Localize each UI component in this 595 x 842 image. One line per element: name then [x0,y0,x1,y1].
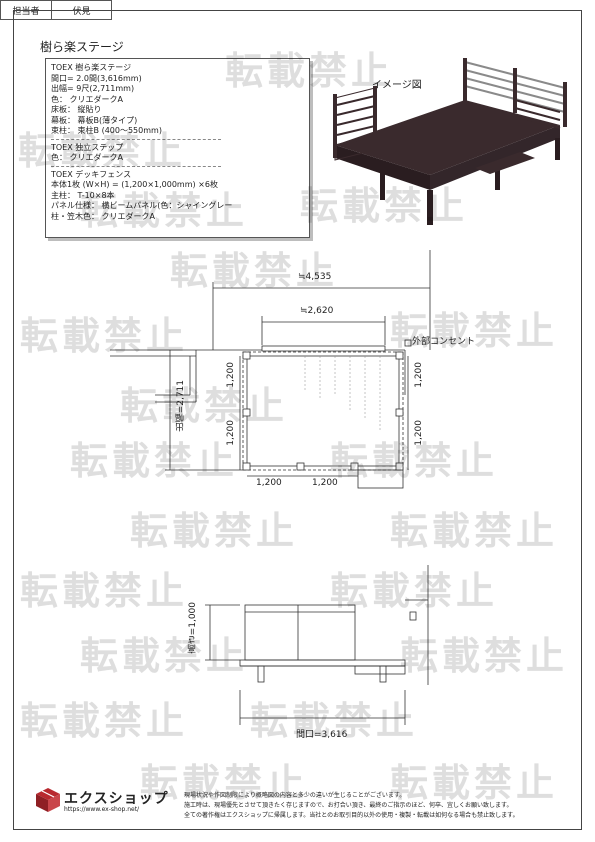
company-url: https://www.ex-shop.net/ [64,806,140,813]
spec-floor: 床板： 縦貼り [51,105,102,114]
footer-note-1: 現場状況や作図制限により概略図の内容と多少の違いが生じることがございます。 [184,792,406,799]
image-label: イメージ図 [372,80,422,91]
staff-name: 伏見 [72,6,91,17]
spec-fence-header: TOEX デッキフェンス [51,169,132,179]
spec-fence-panel: パネル仕様： 横ビームパネル(色：シャイングレー [51,201,233,210]
footer-note-2: 施工時は、現場優先とさせて頂きたく存じますので、お打合い頂き、最終のご指示のほど… [184,802,513,809]
spec-depth: 出幅= 9尺(2,711mm) [51,84,135,93]
spec-color: 色： クリエダークA [51,94,124,104]
deck-perspective-image [333,58,567,225]
spec-fence-body: 本体1枚 (W×H) = (1,200×1,000mm) ×6枚 [51,180,218,189]
watermark: 転載禁止 [130,509,299,553]
watermark: 転載禁止 [120,384,289,428]
dim-1200-bottom-1: 1,200 [256,478,282,488]
spec-post: 束柱： 束柱B (400～550mm) [51,126,162,135]
page-frame [13,10,582,830]
box-logo-icon [36,788,60,812]
spec-stage-header: TOEX 樹ら楽ステージ [51,63,132,72]
spec-divider [51,138,221,140]
watermark: 転載禁止 [390,509,559,553]
watermark: 転載禁止 [225,49,394,93]
overall-width-label: ≒4,535 [298,272,332,282]
watermark: 転載禁止 [250,699,419,743]
watermark: 転載禁止 [330,439,499,483]
spec-fence-color: 柱・笠木色： クリエダークA [51,211,156,221]
dim-1200-bottom-2: 1,200 [312,478,338,488]
watermark: 転載禁止 [390,309,559,353]
watermark: 転載禁止 [20,699,189,743]
watermark: 転載禁止 [330,569,499,613]
watermark: 転載禁止 [170,249,339,293]
watermark: 転載禁止 [300,184,469,228]
frontage-label: 間口=3,616 [296,730,348,740]
watermark: 転載禁止 [70,439,239,483]
spec-fence-post: 主柱： T-10×8本 [51,190,115,200]
spec-step-header: TOEX 独立ステップ [51,142,124,152]
watermark: 転載禁止 [400,634,569,678]
watermark: 転載禁止 [80,189,249,233]
watermark: 転載禁止 [18,129,187,173]
spec-skirt: 幕板： 幕板B(薄タイプ) [51,115,138,125]
outlet-label: 外部コンセント [412,337,476,347]
company-name: エクスショップ [64,791,169,807]
spec-step-color: 色： クリエダークA [51,153,124,162]
page-title: 樹ら楽ステージ [40,40,124,54]
watermark: 転載禁止 [80,634,249,678]
watermark: 転載禁止 [140,761,309,805]
fence-width-label: ≒2,620 [300,306,334,316]
spec-divider [51,165,221,167]
watermark: 転載禁止 [390,761,559,805]
watermark: 転載禁止 [20,569,189,613]
spec-frontage: 間口= 2.0間(3,616mm) [51,73,142,83]
watermark: 転載禁止 [20,314,189,358]
footer-note-3: 全ての著作権はエクスショップに帰属します。当社とのお取引目的以外の使用・複製・転… [184,812,519,819]
spec-box: TOEX 樹ら楽ステージ 間口= 2.0間(3,616mm) 出幅= 9尺(2,… [45,58,310,238]
